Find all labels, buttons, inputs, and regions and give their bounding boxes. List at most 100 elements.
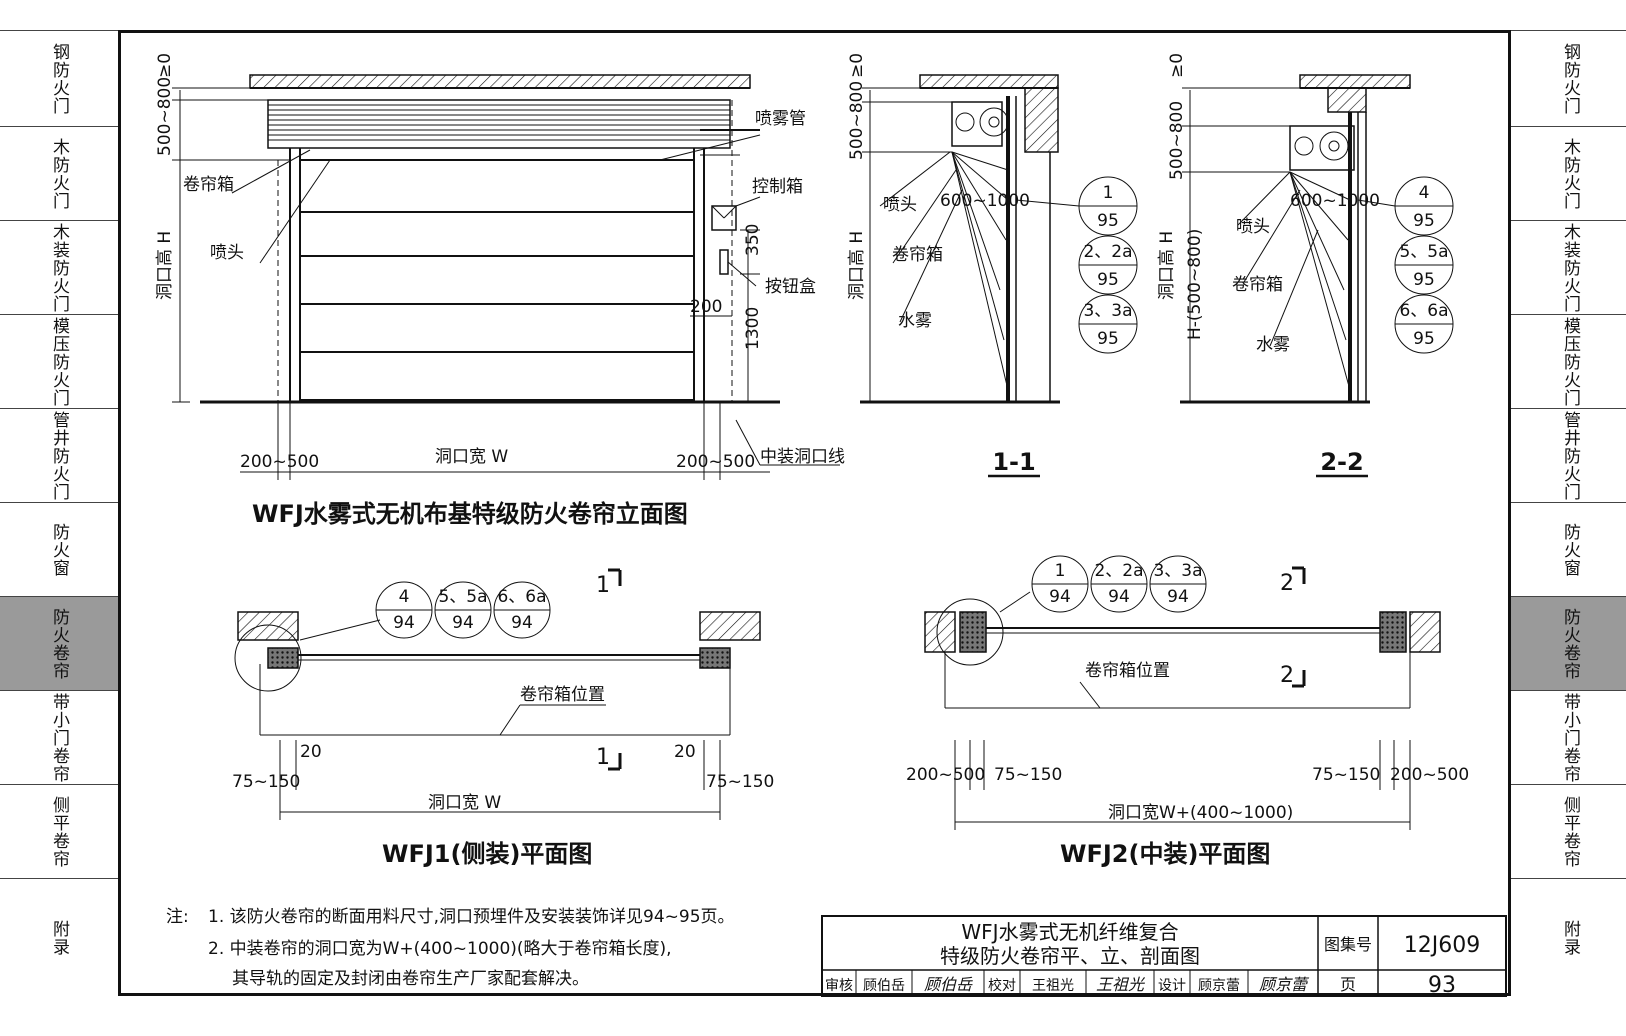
s2-ref-3-num: 6、6a bbox=[1399, 301, 1448, 321]
section-2-2-labels: ≥0 500~800 洞口高 H H-(500~800) 600~1000 喷头… bbox=[1157, 53, 1449, 476]
s1-label-mist: 水雾 bbox=[898, 311, 932, 331]
s2-label-box: 卷帘箱 bbox=[1232, 275, 1283, 295]
plan-1-labels: 4 94 5、5a 94 6、6a 94 1 1 卷帘箱位置 20 20 75~… bbox=[232, 573, 774, 868]
title-block-text: WFJ水雾式无机纤维复合 特级防火卷帘平、立、剖面图 图集号 12J609 页 … bbox=[825, 920, 1480, 998]
side-tab-label: 带小门卷帘 bbox=[49, 693, 69, 783]
plan-2-drawing bbox=[924, 566, 1441, 830]
p1-cut-top: 1 bbox=[596, 573, 610, 598]
s1-ref-3-page: 95 bbox=[1097, 329, 1119, 349]
side-tab-label: 附录 bbox=[49, 920, 69, 956]
side-tab-label: 侧平卷帘 bbox=[49, 796, 69, 868]
side-tab-label: 木装防火门 bbox=[1560, 223, 1580, 313]
right-side-tab[interactable]: 模压防火门 bbox=[1511, 314, 1626, 409]
plan-2-title: WFJ2(中装)平面图 bbox=[1060, 840, 1270, 868]
dim-height-label: 洞口高 H bbox=[155, 231, 175, 300]
left-side-tab[interactable]: 防火窗 bbox=[0, 502, 118, 597]
plan-1-title: WFJ1(侧装)平面图 bbox=[382, 840, 592, 868]
side-tab-label: 木防火门 bbox=[49, 138, 69, 210]
dim-350-label: 350 bbox=[743, 224, 763, 256]
p1-dim-75-left: 75~150 bbox=[232, 772, 300, 792]
p1-ref-3-num: 6、6a bbox=[497, 587, 546, 607]
p1-cut-bottom: 1 bbox=[596, 745, 610, 770]
s2-ref-3-page: 95 bbox=[1413, 329, 1435, 349]
s2-dim-h-minus: H-(500~800) bbox=[1185, 229, 1205, 340]
s2-ref-2-num: 5、5a bbox=[1399, 242, 1448, 262]
p2-dim-200-left: 200~500 bbox=[906, 765, 985, 785]
note-line-3: 其导轨的固定及封闭由卷帘生产厂家配套解决。 bbox=[232, 969, 589, 989]
side-tab-label: 防火卷帘 bbox=[1560, 608, 1580, 680]
s2-dim-600: 600~1000 bbox=[1290, 191, 1380, 211]
right-side-tab[interactable]: 附录 bbox=[1511, 878, 1626, 997]
notes-label: 注: bbox=[166, 907, 189, 927]
right-side-tab[interactable]: 侧平卷帘 bbox=[1511, 784, 1626, 879]
title-block bbox=[821, 915, 1507, 997]
side-tab-label: 防火卷帘 bbox=[49, 608, 69, 680]
note-line-1: 1. 该防火卷帘的断面用料尺寸,洞口预埋件及安装装饰详见94~95页。 bbox=[208, 907, 735, 927]
s1-label-box: 卷帘箱 bbox=[892, 245, 943, 265]
tb-atlas-no: 12J609 bbox=[1404, 933, 1480, 958]
right-side-tab[interactable]: 木防火门 bbox=[1511, 126, 1626, 221]
side-tab-label: 木装防火门 bbox=[49, 223, 69, 313]
right-side-tab[interactable]: 管井防火门 bbox=[1511, 408, 1626, 503]
label-nozzle: 喷头 bbox=[210, 243, 244, 263]
side-tab-label: 模压防火门 bbox=[1560, 317, 1580, 407]
left-side-tab[interactable]: 模压防火门 bbox=[0, 314, 118, 409]
p1-ref-3-page: 94 bbox=[511, 613, 533, 633]
tb-check-name: 王祖光 bbox=[1032, 978, 1074, 994]
p2-ref-1-page: 94 bbox=[1049, 587, 1071, 607]
tb-check-sign: 王祖光 bbox=[1096, 975, 1146, 994]
s1-dim-top: ≥0 bbox=[847, 53, 867, 78]
right-side-tab[interactable]: 防火卷帘 bbox=[1511, 596, 1626, 691]
note-line-2: 2. 中装卷帘的洞口宽为W+(400~1000)(略大于卷帘箱长度), bbox=[208, 939, 672, 959]
p2-cut-top: 2 bbox=[1280, 571, 1294, 596]
section-2-2-drawing bbox=[1180, 74, 1411, 478]
left-side-tab[interactable]: 侧平卷帘 bbox=[0, 784, 118, 879]
dim-side-left-label: 200~500 bbox=[240, 452, 319, 472]
p1-dim-75-right: 75~150 bbox=[706, 772, 774, 792]
p1-ref-1-num: 4 bbox=[399, 587, 410, 607]
side-tab-label: 钢防火门 bbox=[1560, 43, 1580, 115]
s2-ref-1-page: 95 bbox=[1413, 211, 1435, 231]
side-tab-label: 防火窗 bbox=[1560, 523, 1580, 577]
plan-1-refs bbox=[375, 581, 551, 639]
side-tab-label: 管井防火门 bbox=[49, 411, 69, 501]
p2-ref-1-num: 1 bbox=[1055, 561, 1066, 581]
side-tab-label: 防火窗 bbox=[49, 523, 69, 577]
p2-dim-width: 洞口宽W+(400~1000) bbox=[1108, 803, 1293, 823]
label-spray-pipe: 喷雾管 bbox=[755, 109, 806, 129]
p2-ref-2-num: 2、2a bbox=[1094, 561, 1143, 581]
section-2-2-title: 2-2 bbox=[1320, 448, 1363, 476]
left-side-tab[interactable]: 管井防火门 bbox=[0, 408, 118, 503]
s2-label-nozzle: 喷头 bbox=[1236, 217, 1270, 237]
p1-ref-2-page: 94 bbox=[452, 613, 474, 633]
p2-dim-75-right: 75~150 bbox=[1312, 765, 1380, 785]
left-side-tab[interactable]: 带小门卷帘 bbox=[0, 690, 118, 785]
tb-design-label: 设计 bbox=[1158, 978, 1186, 994]
side-tab-label: 钢防火门 bbox=[49, 43, 69, 115]
section-1-1-refs bbox=[1015, 176, 1138, 354]
elevation-drawing bbox=[172, 74, 840, 480]
left-side-tab[interactable]: 木防火门 bbox=[0, 126, 118, 221]
side-tab-label: 模压防火门 bbox=[49, 317, 69, 407]
elevation-title: WFJ水雾式无机布基特级防火卷帘立面图 bbox=[252, 500, 688, 528]
s1-ref-2-num: 2、2a bbox=[1083, 242, 1132, 262]
tb-page-no: 93 bbox=[1428, 973, 1456, 998]
dim-width-label: 洞口宽 W bbox=[435, 447, 508, 467]
left-side-tab[interactable]: 钢防火门 bbox=[0, 30, 118, 127]
right-side-tab[interactable]: 钢防火门 bbox=[1511, 30, 1626, 127]
side-tab-label: 侧平卷帘 bbox=[1560, 796, 1580, 868]
left-side-tab[interactable]: 防火卷帘 bbox=[0, 596, 118, 691]
dim-1300-label: 1300 bbox=[743, 307, 763, 350]
dim-200-label: 200 bbox=[690, 297, 722, 317]
tb-review-sign: 顾伯岳 bbox=[924, 975, 973, 994]
left-side-tab[interactable]: 附录 bbox=[0, 878, 118, 997]
tb-title-line-2: 特级防火卷帘平、立、剖面图 bbox=[940, 944, 1200, 968]
p2-box-position: 卷帘箱位置 bbox=[1085, 661, 1170, 681]
right-side-tab[interactable]: 带小门卷帘 bbox=[1511, 690, 1626, 785]
left-side-tab[interactable]: 木装防火门 bbox=[0, 220, 118, 315]
p1-ref-1-page: 94 bbox=[393, 613, 415, 633]
label-center-line: 中装洞口线 bbox=[760, 447, 845, 467]
right-side-tab[interactable]: 防火窗 bbox=[1511, 502, 1626, 597]
right-side-tab[interactable]: 木装防火门 bbox=[1511, 220, 1626, 315]
